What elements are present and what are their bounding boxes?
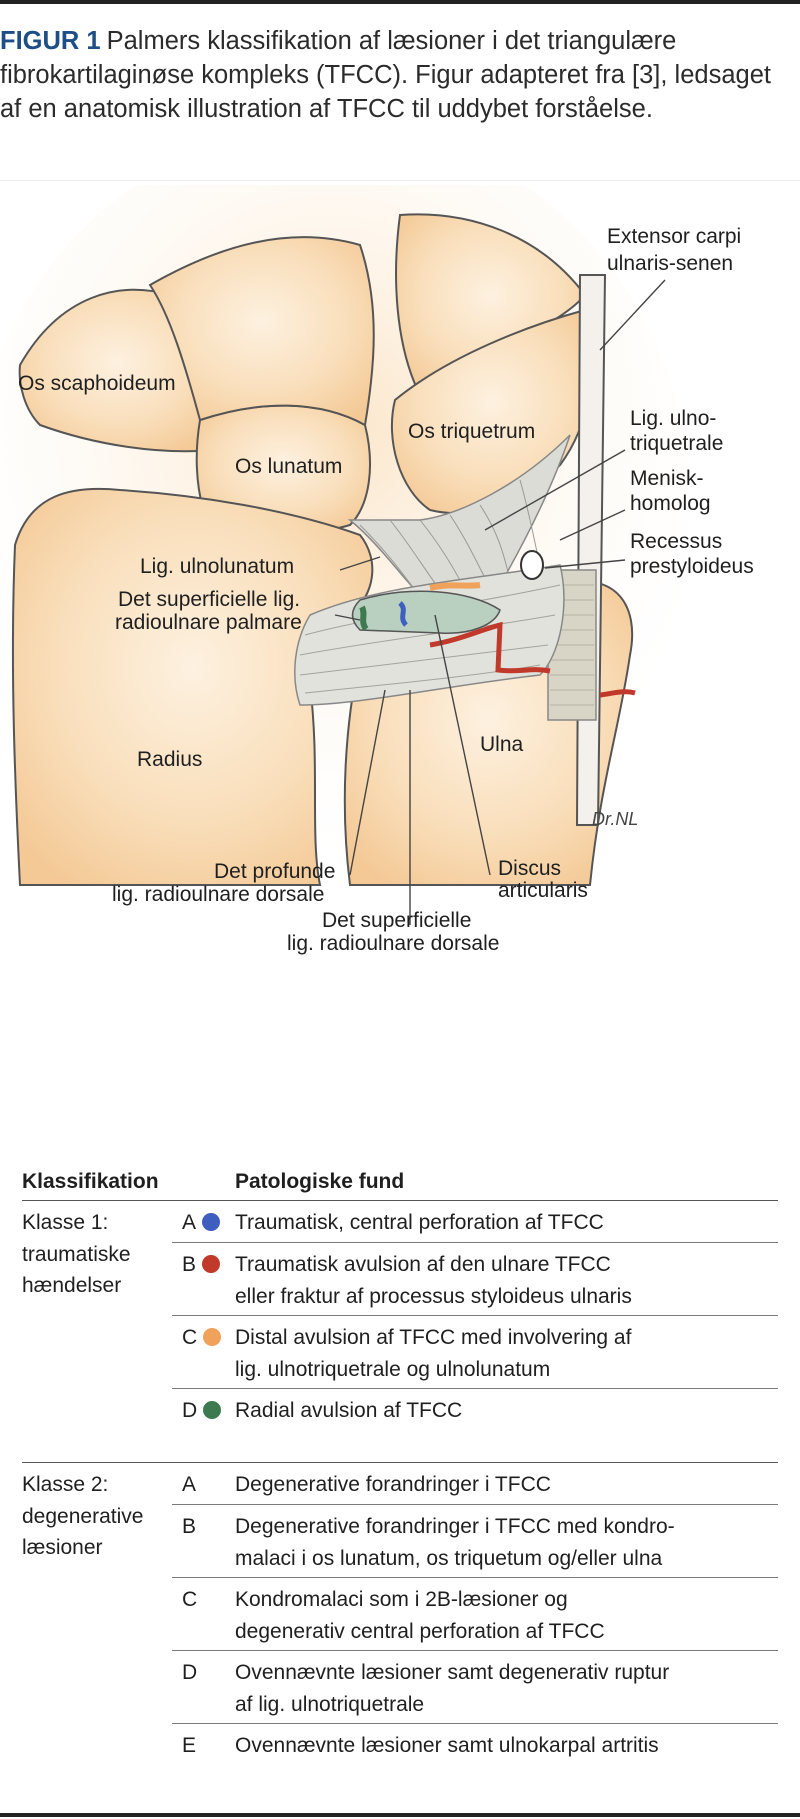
label-ulna: Ulna bbox=[480, 733, 524, 756]
ligament-fibers bbox=[347, 434, 571, 596]
label-profound-2: lig. radioulnare dorsale bbox=[112, 883, 324, 906]
lesion-b-mark bbox=[429, 621, 636, 698]
row-2c-finding-line1: Kondromalaci som i 2B-læsioner og bbox=[235, 1588, 568, 1611]
os-capitatum-shape bbox=[148, 236, 375, 427]
row-1c-finding-line1: Distal avulsion af TFCC med involvering … bbox=[235, 1326, 632, 1349]
caption-divider bbox=[0, 180, 800, 181]
row-2c-finding-line2: degenerativ central perforation af TFCC bbox=[235, 1620, 605, 1643]
label-lig-ulnolunatum: Lig. ulnolunatum bbox=[140, 555, 294, 578]
label-menisk-2: homolog bbox=[630, 492, 711, 515]
class1-label-1: Klasse 1: bbox=[22, 1211, 109, 1234]
row-2a-rule bbox=[172, 1504, 778, 1505]
row-1d-letter-text: D bbox=[182, 1399, 198, 1422]
artist-signature: Dr.NL bbox=[592, 809, 638, 829]
row-2d-finding-line1: Ovennævnte læsioner samt degenerativ rup… bbox=[235, 1661, 670, 1684]
label-discus-2: articularis bbox=[498, 879, 588, 902]
label-lig-ulnotriquetrale-1: Lig. ulno- bbox=[630, 407, 716, 430]
label-ecu-1: Extensor carpi bbox=[607, 225, 741, 248]
row-2d-letter: D bbox=[182, 1661, 198, 1684]
row-2a-letter: A bbox=[182, 1473, 197, 1496]
class1-label-3: hændelser bbox=[22, 1274, 122, 1297]
discus-articularis-shape bbox=[351, 590, 501, 634]
row-1a-letter: A bbox=[182, 1207, 221, 1239]
row-2d-rule bbox=[172, 1723, 778, 1724]
label-discus-1: Discus bbox=[498, 857, 561, 880]
label-superficial-dorsal-2: lig. radioulnare dorsale bbox=[287, 932, 499, 955]
label-lig-ulnotriquetrale-2: triquetrale bbox=[630, 432, 723, 455]
red-dot-icon bbox=[202, 1255, 221, 1273]
label-os-triquetrum: Os triquetrum bbox=[408, 420, 535, 443]
row-1a-letter-text: A bbox=[182, 1211, 197, 1234]
row-2b-finding-line1: Degenerative forandringer i TFCC med kon… bbox=[235, 1515, 675, 1538]
row-2b-letter: B bbox=[182, 1515, 197, 1538]
label-ecu-2: ulnaris-senen bbox=[607, 252, 733, 275]
label-profound-1: Det profunde bbox=[214, 860, 335, 883]
label-radius: Radius bbox=[137, 748, 202, 771]
row-2c-letter: C bbox=[182, 1588, 198, 1611]
row-1b-finding-line2: eller fraktur af processus styloideus ul… bbox=[235, 1285, 632, 1308]
row-1c-letter: C bbox=[182, 1322, 222, 1354]
orange-dot-icon bbox=[203, 1328, 222, 1346]
row-2b-rule bbox=[172, 1577, 778, 1578]
row-1b-rule bbox=[172, 1315, 778, 1316]
row-1d-letter: D bbox=[182, 1395, 222, 1427]
label-recessus-2: prestyloideus bbox=[630, 555, 754, 578]
class2-label-3: læsioner bbox=[22, 1536, 103, 1559]
leader-lines bbox=[334, 279, 666, 925]
class-divider-rule bbox=[22, 1462, 778, 1463]
label-superficial-dorsal-1: Det superficielle bbox=[322, 909, 471, 932]
row-1a-rule bbox=[172, 1242, 778, 1243]
green-dot-icon bbox=[203, 1401, 222, 1419]
blue-dot-icon bbox=[202, 1213, 221, 1231]
lesion-d-mark bbox=[359, 605, 369, 631]
row-1b-letter-text: B bbox=[182, 1253, 197, 1276]
row-2c-rule bbox=[172, 1650, 778, 1651]
lesion-a-mark bbox=[398, 601, 408, 627]
label-os-scaphoideum: Os scaphoideum bbox=[18, 372, 176, 395]
header-findings: Patologiske fund bbox=[235, 1170, 405, 1193]
header-classification: Klassifikation bbox=[22, 1170, 159, 1193]
label-os-lunatum: Os lunatum bbox=[235, 455, 342, 478]
row-2e-finding: Ovennævnte læsioner samt ulnokarpal artr… bbox=[235, 1734, 659, 1757]
row-2d-finding-line2: af lig. ulnotriquetrale bbox=[235, 1693, 425, 1716]
class1-label-2: traumatiske bbox=[22, 1243, 131, 1266]
class2-label-1: Klasse 2: bbox=[22, 1473, 109, 1496]
lesion-c-mark bbox=[429, 582, 481, 591]
row-1b-finding-line1: Traumatisk avulsion af den ulnare TFCC bbox=[235, 1253, 611, 1276]
row-1b-letter: B bbox=[182, 1249, 221, 1281]
row-1d-finding: Radial avulsion af TFCC bbox=[235, 1399, 463, 1422]
row-2e-letter: E bbox=[182, 1734, 197, 1757]
row-1c-finding-line2: lig. ulnotriquetrale og ulnolunatum bbox=[235, 1358, 551, 1381]
recessus-shape bbox=[520, 550, 544, 580]
top-rule bbox=[0, 0, 800, 4]
label-superficial-palmar-1: Det superficielle lig. bbox=[118, 588, 300, 611]
row-1c-rule bbox=[172, 1388, 778, 1389]
row-1a-finding: Traumatisk, central perforation af TFCC bbox=[235, 1211, 604, 1234]
row-2a-finding: Degenerative forandringer i TFCC bbox=[235, 1473, 551, 1496]
bottom-rule bbox=[0, 1813, 800, 1817]
label-superficial-palmar-2: radioulnare palmare bbox=[115, 611, 302, 634]
label-recessus-1: Recessus bbox=[630, 530, 722, 553]
label-menisk-1: Menisk- bbox=[630, 467, 704, 490]
class2-label-2: degenerative bbox=[22, 1505, 144, 1528]
row-2b-finding-line2: malaci i os lunatum, os triquetum og/ell… bbox=[235, 1547, 663, 1570]
figure-label: FIGUR 1 bbox=[0, 27, 101, 55]
tfcc-anatomical-illustration: Extensor carpi ulnaris-senen Os scaphoid… bbox=[0, 185, 754, 955]
header-rule bbox=[22, 1200, 778, 1201]
caption-text: Palmers klassifikation af læsioner i det… bbox=[0, 27, 771, 123]
row-1c-letter-text: C bbox=[182, 1326, 198, 1349]
